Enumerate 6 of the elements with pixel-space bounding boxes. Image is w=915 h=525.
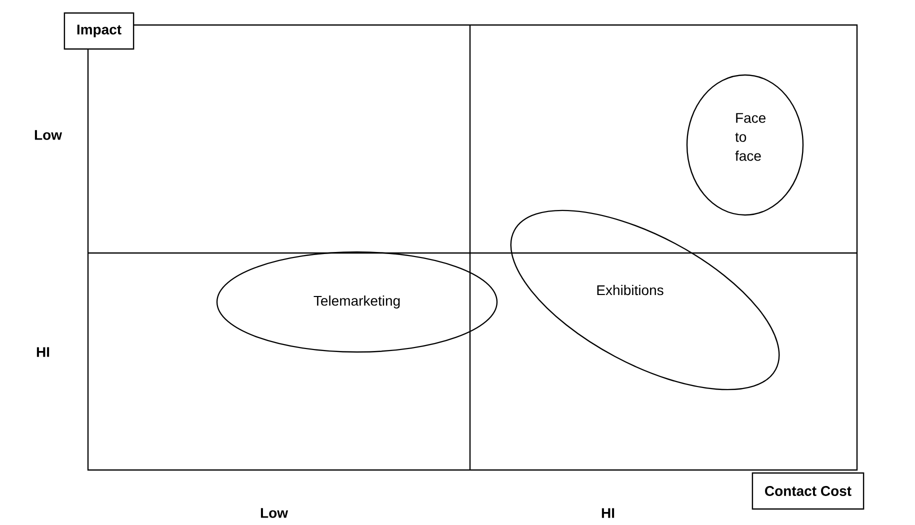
axis-label: HI — [602, 508, 614, 518]
axis-label: Low — [34, 130, 62, 140]
axis-label-box: Contact Cost — [752, 472, 864, 510]
axis-label-box: Impact — [64, 12, 134, 50]
axis-label: Low — [260, 508, 288, 518]
axis-label: HI — [36, 347, 50, 357]
